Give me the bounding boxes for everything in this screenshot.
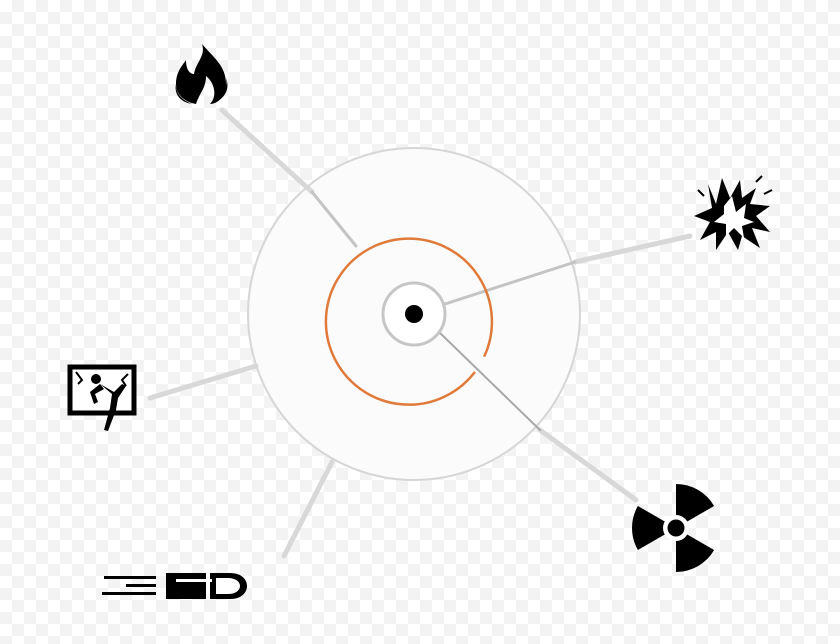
connector-explosion [572, 233, 693, 265]
connector-explosion-inner [443, 260, 577, 306]
connector-fire [219, 107, 315, 195]
connector-forced-entry [147, 363, 259, 401]
connector-radiation [537, 427, 639, 503]
connector-lines [147, 107, 693, 559]
bullet-icon [102, 573, 247, 599]
core-dot [405, 305, 423, 323]
connector-fire-inner [310, 190, 358, 248]
connector-radiation-inner [439, 332, 541, 431]
explosion-icon [694, 175, 773, 250]
fire-icon [175, 44, 228, 104]
forced-entry-icon [67, 364, 137, 431]
orange-ring-arc [324, 237, 494, 406]
connector-ballistic [281, 459, 335, 559]
radiation-icon [632, 484, 715, 572]
